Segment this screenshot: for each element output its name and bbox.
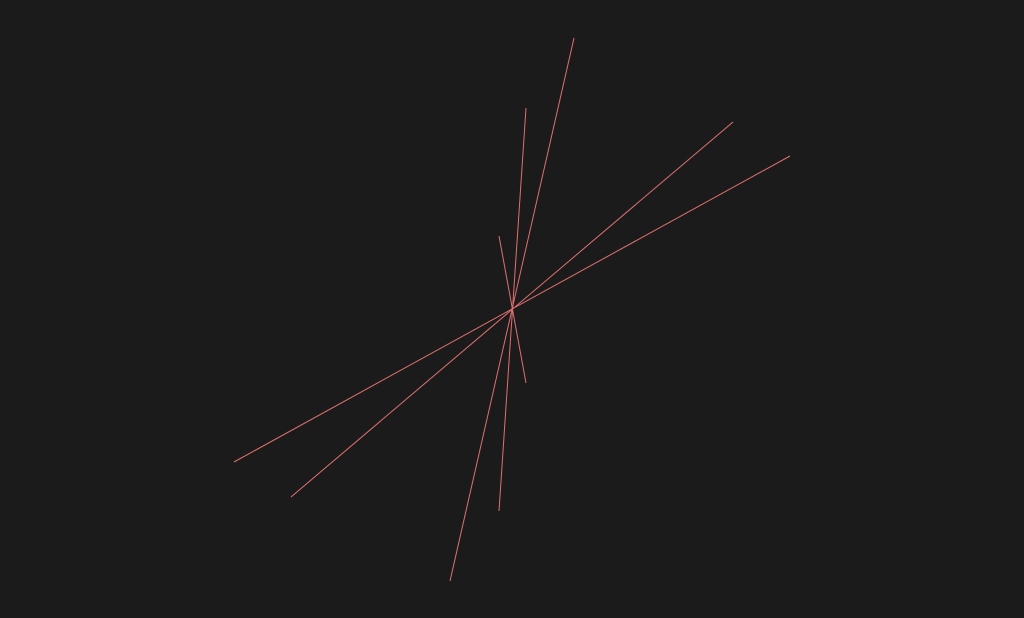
line-segment-5 [498,235,527,384]
